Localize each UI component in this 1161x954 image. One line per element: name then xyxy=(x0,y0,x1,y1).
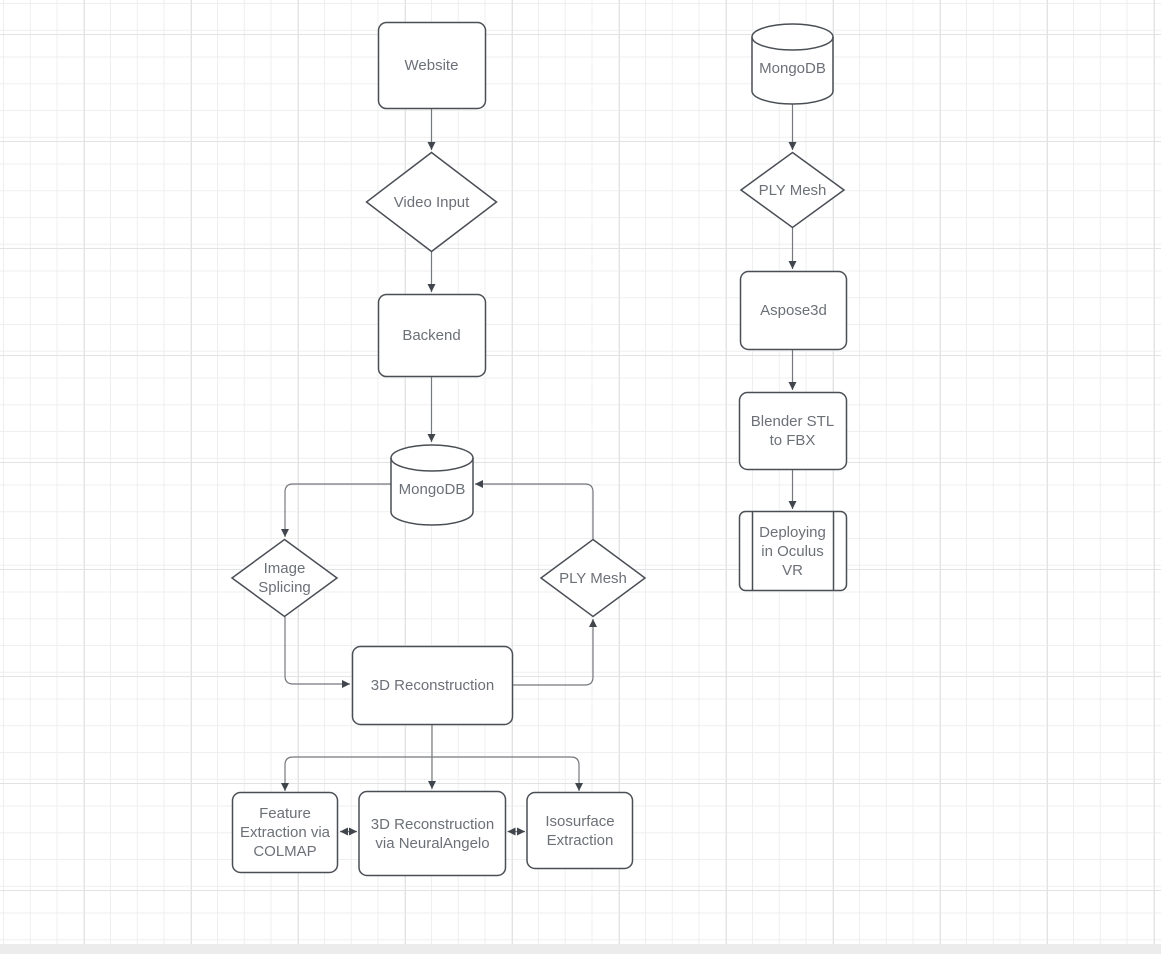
node-website-label[interactable]: Website xyxy=(404,57,459,74)
node-mongodb-right-shape[interactable] xyxy=(751,23,834,105)
cylinder-body[interactable] xyxy=(751,23,834,105)
node-video-input-label[interactable]: Video Input xyxy=(393,193,470,211)
node-oculus-label[interactable]: Deploying in Oculus VR xyxy=(759,523,826,579)
edges-layer xyxy=(281,104,797,836)
node-aspose3d-label[interactable]: Aspose3d xyxy=(760,302,827,319)
node-mongodb-right-label[interactable]: MongoDB xyxy=(759,60,826,77)
node-image-splicing-shape[interactable] xyxy=(230,538,339,618)
node-ply-mesh-left-label[interactable]: PLY Mesh xyxy=(559,569,627,587)
node-image-splicing-label[interactable]: Image Splicing xyxy=(258,560,311,596)
cylinder-body[interactable] xyxy=(390,444,474,526)
node-ply-mesh-right-label[interactable]: PLY Mesh xyxy=(758,181,827,199)
node-mongodb-left-label[interactable]: MongoDB xyxy=(398,481,466,498)
node-feature-extraction-label[interactable]: Feature Extraction via COLMAP xyxy=(239,805,331,860)
cylinder-top-arc xyxy=(751,36,834,51)
nodes-layer xyxy=(230,21,848,877)
node-blender-label[interactable]: Blender STL to FBX xyxy=(750,413,835,449)
node-mongodb-left-shape[interactable] xyxy=(390,444,474,526)
canvas-bottom-edge xyxy=(0,944,1161,954)
node-isosurface-label[interactable]: Isosurface Extraction xyxy=(545,812,615,849)
node-oculus-shape[interactable] xyxy=(738,510,848,592)
edge-ply-mesh-left-mongodb-left[interactable] xyxy=(475,480,594,539)
node-3d-reconstruction-label[interactable]: 3D Reconstruction xyxy=(370,677,495,694)
node-isosurface-shape[interactable] xyxy=(526,791,634,870)
node-aspose3d-shape[interactable] xyxy=(739,270,848,351)
node-neuralangelo-shape[interactable] xyxy=(358,790,507,877)
cylinder-top-arc xyxy=(390,457,474,472)
node-3d-reconstruction-shape[interactable] xyxy=(351,645,514,726)
node-video-input-shape[interactable] xyxy=(365,151,498,253)
edge-3d-reconstruction-feature-extraction[interactable] xyxy=(281,756,432,791)
node-neuralangelo-label[interactable]: 3D Reconstruction via NeuralAngelo xyxy=(370,815,495,852)
node-backend-label[interactable]: Backend xyxy=(402,327,461,344)
edge-3d-reconstruction-ply-mesh-left[interactable] xyxy=(512,619,597,686)
edge-3d-reconstruction-isosurface[interactable] xyxy=(432,756,583,791)
node-backend-shape[interactable] xyxy=(377,293,487,378)
node-feature-extraction-shape[interactable] xyxy=(231,791,339,874)
process-body[interactable] xyxy=(738,510,848,592)
node-ply-mesh-left-shape[interactable] xyxy=(539,538,647,618)
node-blender-shape[interactable] xyxy=(738,391,848,471)
edge-image-splicing-3d-reconstruction[interactable] xyxy=(284,617,350,688)
node-website-shape[interactable] xyxy=(377,21,487,110)
edge-mongodb-left-image-splicing[interactable] xyxy=(281,483,391,537)
node-ply-mesh-right-shape[interactable] xyxy=(739,151,846,229)
